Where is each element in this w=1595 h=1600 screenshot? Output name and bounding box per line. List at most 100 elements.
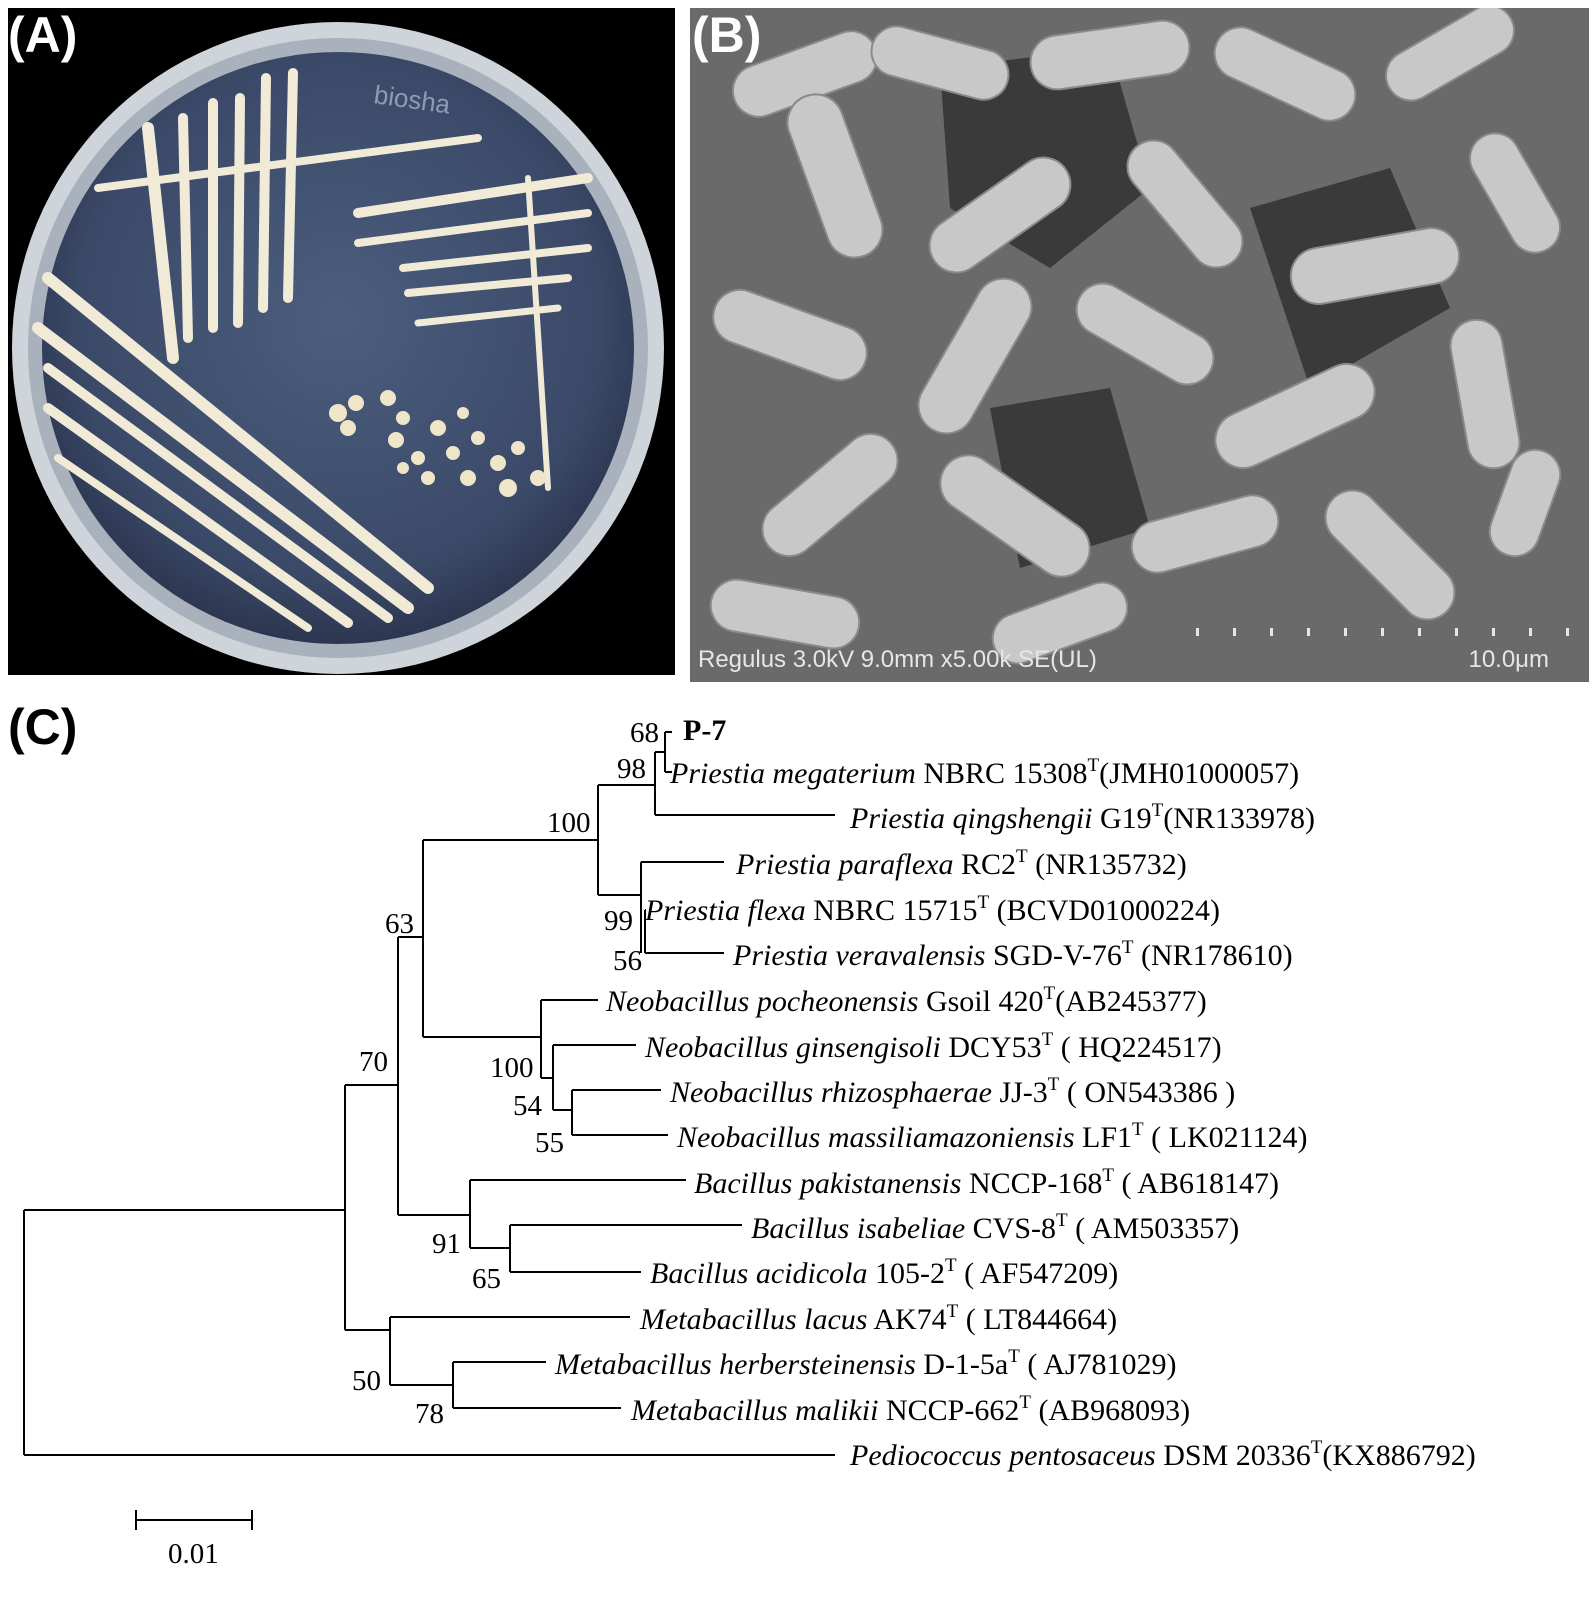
- leaf-massiliamazoniensis-strain: LF1: [1075, 1121, 1133, 1154]
- leaf-pentosaceus: Pediococcus pentosaceus DSM 20336T(KX886…: [849, 1437, 1476, 1472]
- leaf-p7-name: P-7: [683, 714, 726, 747]
- leaf-ginsengisoli-accession: ( HQ224517): [1053, 1031, 1221, 1064]
- bootstrap-54: 54: [513, 1090, 543, 1122]
- sem-caption: Regulus 3.0kV 9.0mm x5.00k SE(UL): [698, 646, 1097, 673]
- leaf-herbersteinensis: Metabacillus herbersteinensis D-1-5aT ( …: [554, 1346, 1177, 1381]
- leaf-paraflexa: Priestia paraflexa RC2T (NR135732): [735, 846, 1187, 881]
- leaf-flexa-accession: (BCVD01000224): [989, 894, 1220, 927]
- bootstrap-68: 68: [630, 717, 659, 749]
- leaf-ginsengisoli-strain: DCY53: [941, 1031, 1042, 1064]
- leaf-pentosaceus-strain: DSM 20336: [1156, 1439, 1311, 1472]
- agar-surface: [42, 52, 634, 644]
- leaf-acidicola-species: Bacillus acidicola: [650, 1257, 867, 1290]
- leaf-rhizosphaerae-accession: ( ON543386 ): [1059, 1076, 1235, 1109]
- leaf-paraflexa-accession: (NR135732): [1028, 848, 1187, 881]
- leaf-paraflexa-species: Priestia paraflexa: [735, 848, 953, 881]
- leaf-pentosaceus-accession: (KX886792): [1322, 1439, 1475, 1472]
- leaf-veravalensis-type: T: [1122, 937, 1134, 958]
- leaf-megaterium-strain: NBRC 15308: [916, 757, 1088, 790]
- leaf-herbersteinensis-strain: D-1-5a: [916, 1348, 1008, 1381]
- leaf-pakistanensis-strain: NCCP-168: [961, 1167, 1102, 1200]
- bootstrap-100-neobacillus: 100: [490, 1052, 534, 1084]
- leaf-pentosaceus-species: Pediococcus pentosaceus: [849, 1439, 1156, 1472]
- leaf-isabeliae-accession: ( AM503357): [1068, 1212, 1240, 1245]
- bootstrap-78: 78: [415, 1398, 444, 1430]
- sem-scale-label: 10.0μm: [1468, 646, 1549, 673]
- bootstrap-63: 63: [385, 908, 414, 940]
- bootstrap-55: 55: [535, 1127, 564, 1159]
- leaf-qingshengii-strain: G19: [1093, 802, 1152, 835]
- leaf-malikii-type: T: [1019, 1392, 1031, 1413]
- leaf-lacus-species: Metabacillus lacus: [639, 1303, 867, 1336]
- sem-cells-illustration: [690, 8, 1589, 682]
- leaf-pocheonensis-accession: (AB245377): [1055, 985, 1207, 1018]
- bootstrap-100-priestia: 100: [547, 807, 591, 839]
- leaf-qingshengii-accession: (NR133978): [1163, 802, 1315, 835]
- leaf-herbersteinensis-type: T: [1008, 1346, 1020, 1367]
- leaf-lacus: Metabacillus lacus AK74T ( LT844664): [639, 1301, 1117, 1336]
- leaf-flexa: Priestia flexa NBRC 15715T (BCVD01000224…: [644, 892, 1220, 927]
- rod-cells: [709, 8, 1562, 665]
- leaf-pocheonensis-type: T: [1043, 983, 1055, 1004]
- single-colonies: [329, 390, 546, 497]
- bootstrap-91: 91: [432, 1228, 461, 1260]
- leaf-malikii-strain: NCCP-662: [878, 1394, 1019, 1427]
- leaf-veravalensis-species: Priestia veravalensis: [732, 939, 985, 972]
- leaf-pakistanensis-type: T: [1102, 1165, 1114, 1186]
- leaf-malikii: Metabacillus malikii NCCP-662T (AB968093…: [630, 1392, 1190, 1427]
- leaf-acidicola-type: T: [945, 1255, 957, 1276]
- leaf-ginsengisoli-type: T: [1042, 1029, 1054, 1050]
- leaf-paraflexa-type: T: [1016, 846, 1028, 867]
- leaf-isabeliae: Bacillus isabeliae CVS-8T ( AM503357): [751, 1210, 1239, 1245]
- panel-a-label: (A): [8, 7, 78, 63]
- sem-scale-ticks: [1196, 628, 1569, 636]
- leaf-malikii-accession: (AB968093): [1031, 1394, 1190, 1427]
- leaf-megaterium-type: T: [1088, 755, 1100, 776]
- bootstrap-50: 50: [352, 1365, 381, 1397]
- leaf-megaterium: Priestia megaterium NBRC 15308T(JMH01000…: [669, 755, 1299, 790]
- leaf-acidicola-strain: 105-2: [867, 1257, 945, 1290]
- leaf-ginsengisoli-species: Neobacillus ginsengisoli: [644, 1031, 941, 1064]
- leaf-flexa-strain: NBRC 15715: [806, 894, 978, 927]
- leaf-acidicola-accession: ( AF547209): [957, 1257, 1119, 1290]
- leaf-herbersteinensis-accession: ( AJ781029): [1020, 1348, 1177, 1381]
- leaf-flexa-type: T: [978, 892, 990, 913]
- leaf-pakistanensis-accession: ( AB618147): [1114, 1167, 1279, 1200]
- leaf-qingshengii: Priestia qingshengii G19T(NR133978): [849, 800, 1315, 835]
- leaf-acidicola: Bacillus acidicola 105-2T ( AF547209): [650, 1255, 1118, 1290]
- leaf-isabeliae-strain: CVS-8: [965, 1212, 1056, 1245]
- streak-lines: [32, 68, 593, 632]
- panel-c-label: (C): [8, 699, 78, 755]
- leaf-veravalensis-accession: (NR178610): [1133, 939, 1292, 972]
- sem-micrograph: Regulus 3.0kV 9.0mm x5.00k SE(UL) 10.0μm: [690, 8, 1589, 682]
- leaf-massiliamazoniensis-accession: ( LK021124): [1144, 1121, 1308, 1154]
- petri-dish-photo: biosha: [8, 8, 675, 675]
- leaf-lacus-strain: AK74: [867, 1303, 946, 1336]
- scale-bar-label: 0.01: [168, 1538, 219, 1570]
- leaf-veravalensis-strain: SGD-V-76: [985, 939, 1121, 972]
- leaf-lacus-accession: ( LT844664): [958, 1303, 1117, 1336]
- leaf-megaterium-species: Priestia megaterium: [669, 757, 916, 790]
- panel-b-label: (B): [692, 7, 762, 63]
- leaf-herbersteinensis-species: Metabacillus herbersteinensis: [554, 1348, 916, 1381]
- tree-branches: [23, 731, 835, 1530]
- leaf-pocheonensis-species: Neobacillus pocheonensis: [605, 985, 918, 1018]
- leaf-ginsengisoli: Neobacillus ginsengisoli DCY53T ( HQ2245…: [644, 1029, 1222, 1064]
- petri-dish-illustration: biosha: [12, 22, 664, 674]
- leaf-veravalensis: Priestia veravalensis SGD-V-76T (NR17861…: [732, 937, 1293, 972]
- leaf-isabeliae-species: Bacillus isabeliae: [751, 1212, 965, 1245]
- leaf-megaterium-accession: (JMH01000057): [1099, 757, 1299, 790]
- leaf-p7: P-7: [683, 714, 726, 747]
- leaf-lacus-type: T: [947, 1301, 959, 1322]
- leaf-qingshengii-type: T: [1152, 800, 1164, 821]
- leaf-pocheonensis-strain: Gsoil 420: [918, 985, 1043, 1018]
- leaf-rhizosphaerae-species: Neobacillus rhizosphaerae: [669, 1076, 992, 1109]
- bootstrap-56: 56: [613, 945, 642, 977]
- leaf-qingshengii-species: Priestia qingshengii: [849, 802, 1093, 835]
- tree-svg: P-7 Priestia megaterium NBRC 15308T(JMH0…: [23, 714, 1476, 1570]
- leaf-malikii-species: Metabacillus malikii: [630, 1394, 878, 1427]
- leaf-pakistanensis: Bacillus pakistanensis NCCP-168T ( AB618…: [694, 1165, 1279, 1200]
- leaf-pentosaceus-type: T: [1311, 1437, 1323, 1458]
- leaf-rhizosphaerae-strain: JJ-3: [992, 1076, 1048, 1109]
- leaf-massiliamazoniensis: Neobacillus massiliamazoniensis LF1T ( L…: [676, 1119, 1308, 1154]
